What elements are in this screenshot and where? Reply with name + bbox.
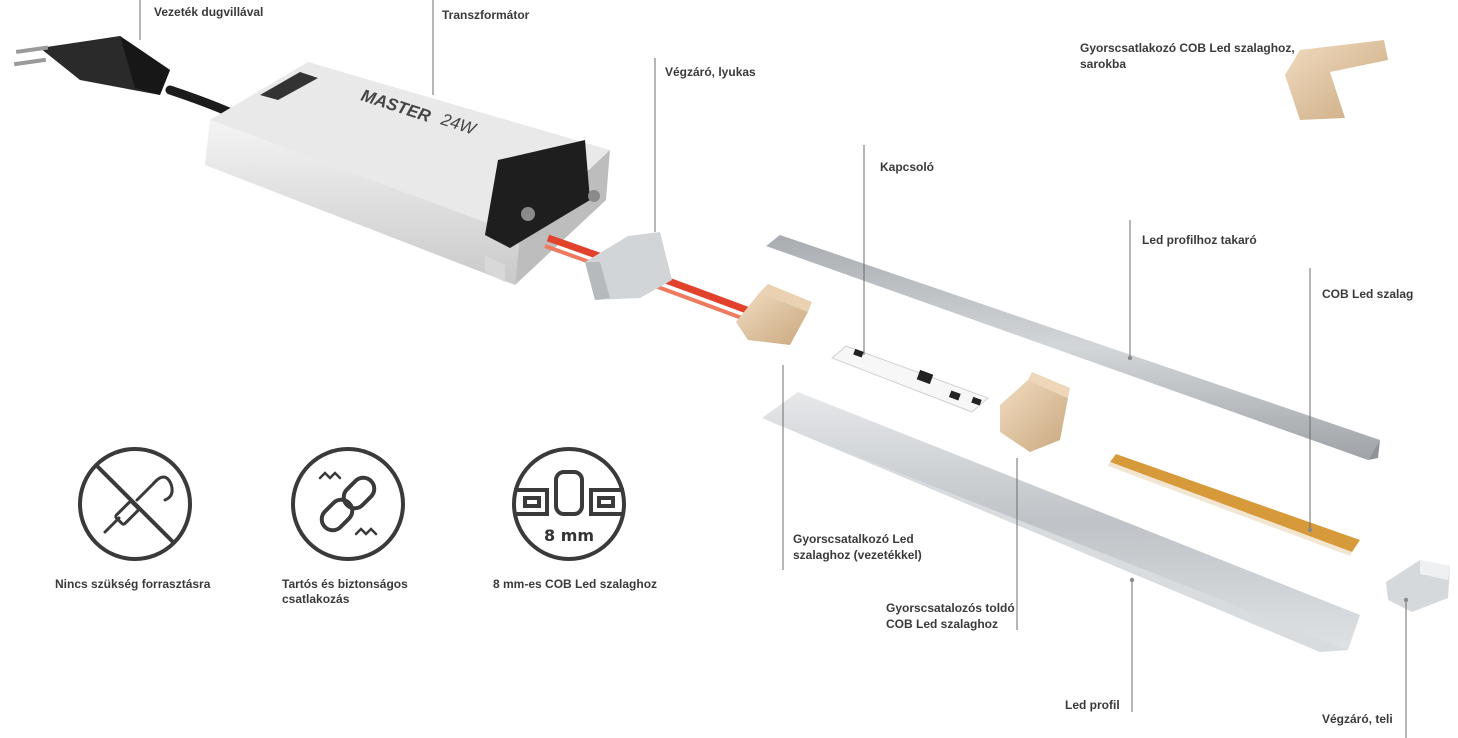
end-cap-hole-illustration bbox=[585, 232, 672, 300]
label-plug-cable: Vezeték dugvillával bbox=[154, 5, 264, 19]
led-profile-illustration bbox=[762, 392, 1360, 652]
label-switch: Kapcsoló bbox=[880, 160, 935, 174]
switch-illustration bbox=[831, 345, 989, 413]
label-wired-connector: Gyorscsatalkozó Led szalaghoz (vezetékke… bbox=[793, 532, 922, 562]
label-end-cap-hole: Végzáró, lyukas bbox=[665, 65, 756, 79]
leader-lines bbox=[139, 0, 1407, 738]
8mm-icon-label: 8 mm bbox=[544, 526, 594, 545]
label-led-profile: Led profil bbox=[1065, 698, 1120, 712]
label-transformer: Transzformátor bbox=[442, 8, 530, 22]
no-soldering-icon bbox=[78, 447, 192, 561]
secure-link-icon bbox=[291, 447, 405, 561]
8mm-strip-icon: 8 mm bbox=[512, 447, 626, 561]
end-cap-full-illustration bbox=[1386, 560, 1450, 612]
corner-connector-illustration bbox=[1285, 40, 1388, 120]
label-corner-connector: Gyorscsatlakozó COB Led szalaghoz, sarok… bbox=[1080, 41, 1295, 71]
cob-strip-illustration bbox=[1108, 454, 1360, 556]
label-end-cap-full: Végzáró, teli bbox=[1322, 712, 1393, 726]
label-profile-cover: Led profilhoz takaró bbox=[1142, 233, 1257, 247]
label-cob-strip: COB Led szalag bbox=[1322, 287, 1414, 301]
wired-connector-illustration bbox=[736, 284, 812, 345]
feature-8mm-caption: 8 mm-es COB Led szalaghoz bbox=[493, 577, 658, 591]
label-joiner: Gyorscsatalozós toldó COB Led szalaghoz bbox=[886, 601, 1015, 631]
feature-secure-link-caption: Tartós és biztonságos csatlakozás bbox=[282, 577, 408, 606]
feature-no-soldering-caption: Nincs szükség forrasztásra bbox=[55, 577, 211, 591]
joiner-illustration bbox=[1000, 372, 1070, 452]
transformer-illustration: MASTER 24W bbox=[205, 62, 610, 285]
leader-dots bbox=[1127, 355, 1409, 603]
profile-cover-illustration bbox=[766, 235, 1380, 460]
